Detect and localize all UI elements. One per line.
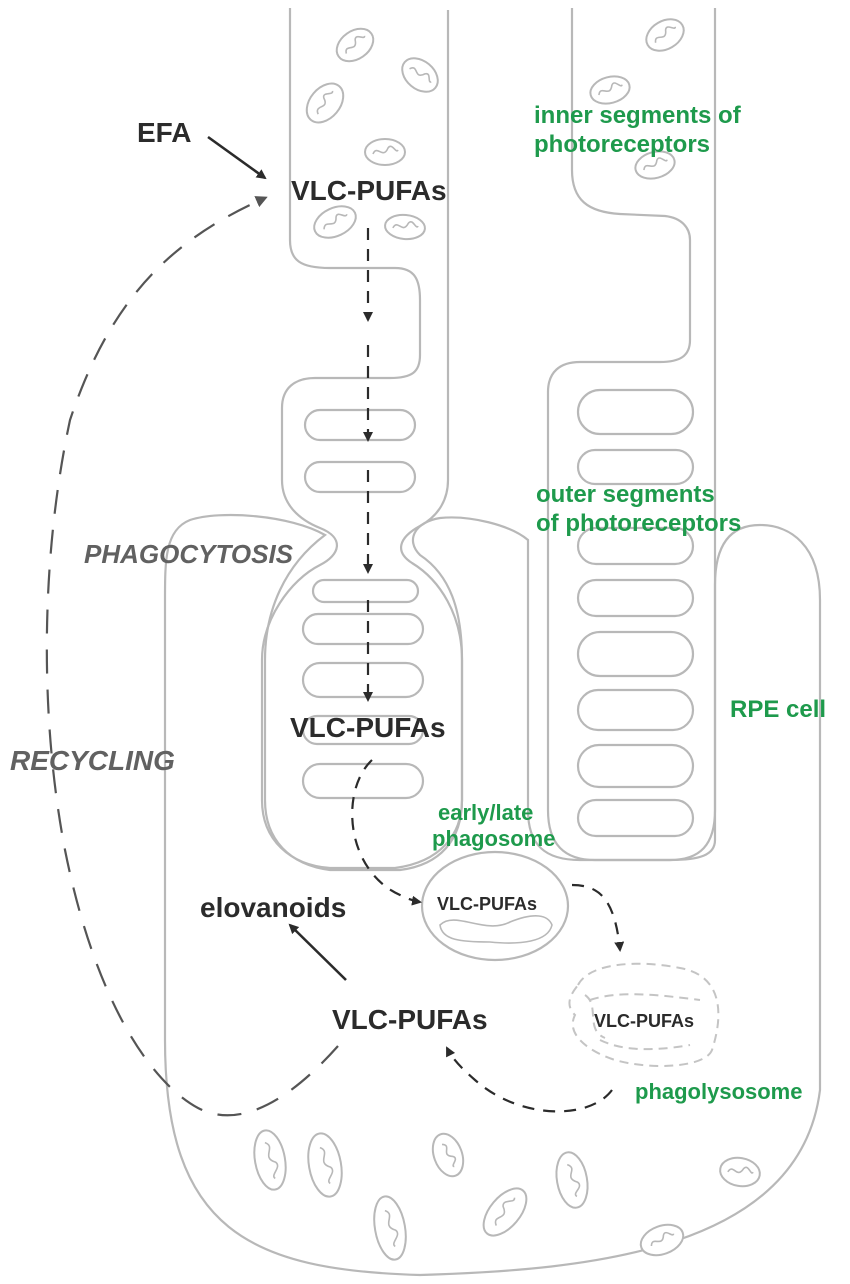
phagosome-label-line1: early/late [438, 800, 533, 825]
rpe-cell-label: RPE cell [730, 696, 826, 723]
vlc-pufas-phagolysosome-label: VLC-PUFAs [594, 1011, 694, 1031]
inner-segments-label-line2: photoreceptors [534, 131, 710, 158]
phagolysosome-label: phagolysosome [635, 1079, 802, 1104]
efa-label: EFA [137, 117, 191, 148]
right-photoreceptor-outline [546, 8, 717, 862]
outer-segment-to-phagosome-arrow [351, 759, 422, 906]
elovanoids-label: elovanoids [200, 892, 346, 923]
recycling-path-arrow [45, 196, 339, 1117]
vlc-pufas-phagosome-label: VLC-PUFAs [437, 894, 537, 914]
vlc-pufas-outer-label: VLC-PUFAs [290, 712, 446, 743]
left-photoreceptor-outline [260, 8, 464, 870]
right-outer-segment-discs [576, 388, 695, 838]
phagolysosome-to-vlc-pufas-arrow [446, 1046, 613, 1113]
rpe-mitochondria [253, 1129, 761, 1261]
left-outer-segment-discs [301, 408, 425, 800]
efa-to-vlc-pufas-arrow [207, 135, 267, 180]
outer-segments-label-line2: of photoreceptors [536, 510, 741, 537]
outer-segments-label-line1: outer segments [536, 481, 715, 508]
phagosome [420, 850, 570, 962]
phagocytosis-label: PHAGOCYTOSIS [84, 539, 294, 569]
vlc-pufas-rpe-label: VLC-PUFAs [332, 1004, 488, 1035]
phagolysosome [568, 962, 720, 1067]
inner-segments-label-line1: inner segments of [534, 102, 742, 129]
vlc-pufas-inner-label: VLC-PUFAs [291, 175, 447, 206]
recycling-label: RECYCLING [10, 745, 175, 776]
phagosome-to-phagolysosome-arrow [571, 883, 625, 952]
vlc-pufas-to-elovanoids-arrow [288, 923, 347, 981]
phagosome-label-line2: phagosome [432, 826, 555, 851]
rpe-cell-outline [163, 513, 822, 1277]
inner-segment-mitochondria [305, 18, 685, 241]
